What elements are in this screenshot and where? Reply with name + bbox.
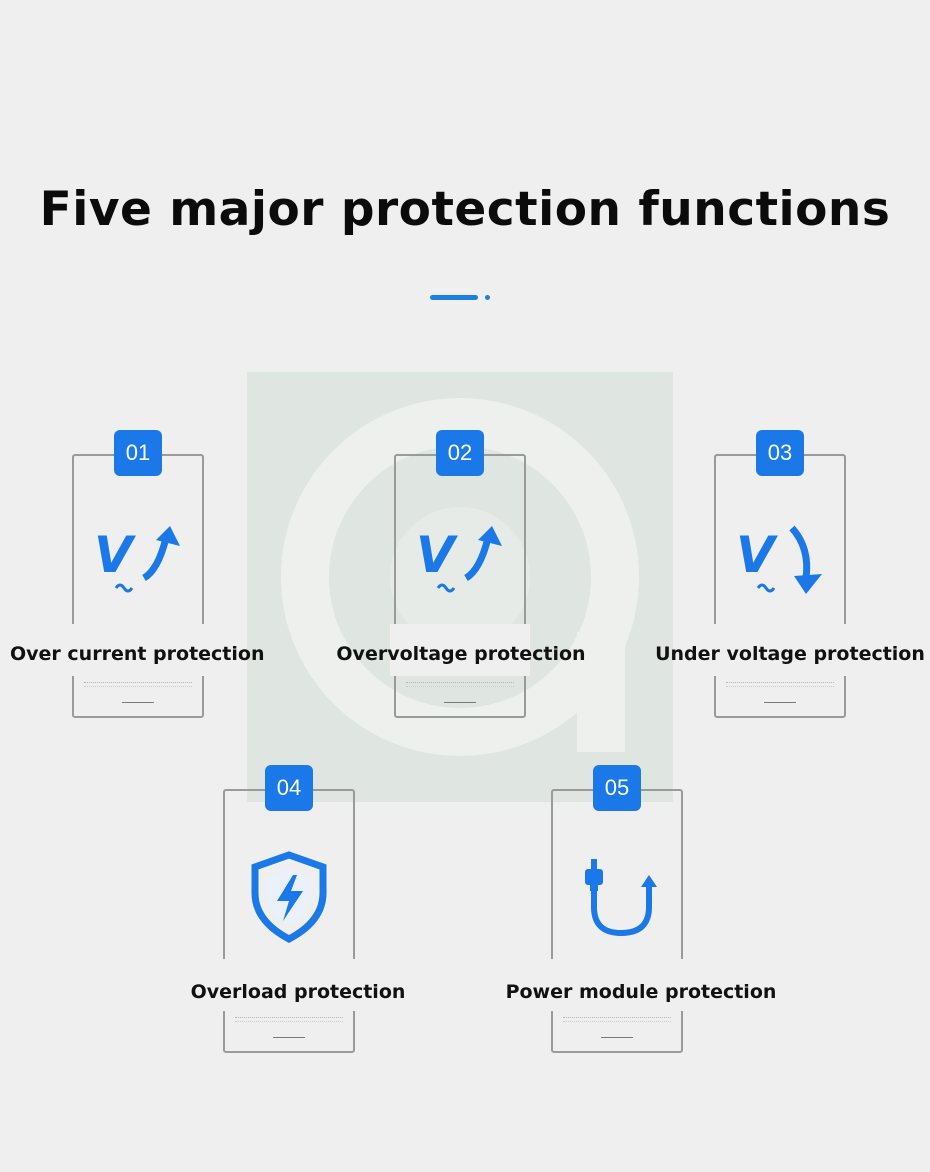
voltage-down-icon: V: [736, 525, 822, 594]
svg-text:V: V: [736, 526, 778, 584]
card-over-current: 01 V: [68, 430, 208, 718]
number-badge: 05: [593, 765, 641, 811]
label-overload: Overload protection: [190, 981, 406, 1003]
label-under-voltage: Under voltage protection: [655, 643, 925, 665]
svg-text:V: V: [416, 526, 458, 584]
label-power-module: Power module protection: [505, 981, 777, 1003]
card-power-module: 05: [547, 765, 687, 1053]
number-badge: 04: [265, 765, 313, 811]
number-badge: 03: [756, 430, 804, 476]
cable-arrow-icon: [585, 859, 657, 937]
voltage-up-icon: V: [416, 526, 502, 593]
shield-bolt-icon: [251, 851, 327, 943]
voltage-up-icon: V: [94, 526, 180, 593]
card-overload: 04: [219, 765, 359, 1053]
number-badge: 02: [436, 430, 484, 476]
page-title: Five major protection functions: [39, 182, 891, 237]
number-badge: 01: [114, 430, 162, 476]
label-overvoltage: Overvoltage protection: [336, 643, 586, 665]
card-under-voltage: 03 V: [710, 430, 850, 718]
svg-text:V: V: [94, 526, 136, 584]
label-over-current: Over current protection: [10, 643, 265, 665]
card-overvoltage: 02 V: [390, 430, 530, 718]
